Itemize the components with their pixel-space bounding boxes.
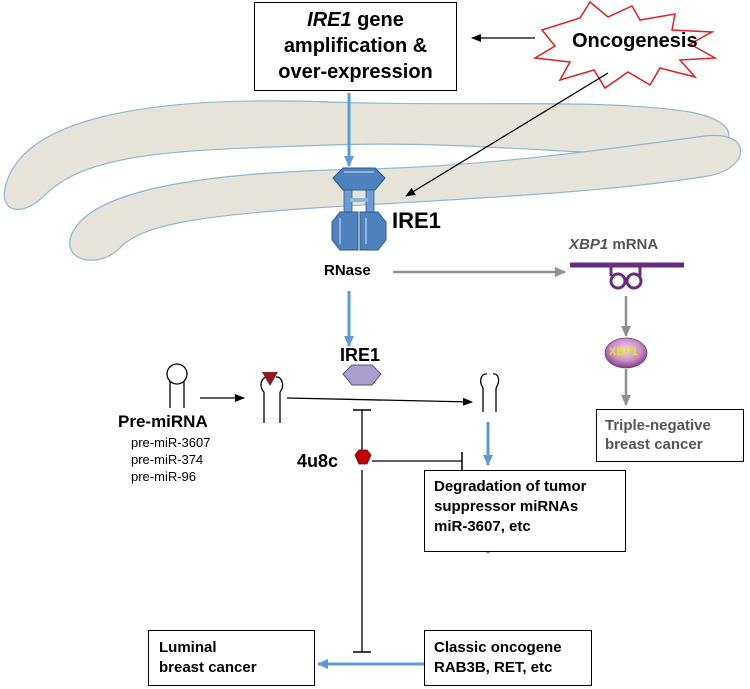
tnbc-line1: Triple-negative: [605, 417, 711, 434]
luminal-line1: Luminal: [159, 639, 217, 656]
ire1-amp-line1: gene: [351, 9, 404, 31]
er-membrane-lower: [69, 134, 742, 261]
ire1-membrane-label: IRE1: [392, 208, 441, 233]
rnase-label: RNase: [324, 262, 371, 279]
ire1-cytosol-label: IRE1: [340, 345, 381, 365]
pre-mir-374-label: pre-miR-374: [131, 452, 204, 467]
luminal-box: Luminal breast cancer: [148, 630, 315, 686]
xbp1-mrna-rest: mRNA: [608, 236, 659, 253]
cleavage-hairpin-icon: [260, 376, 284, 423]
oncogene-line2: RAB3B, RET, etc: [434, 659, 553, 676]
pre-mir-96-label: pre-miR-96: [131, 469, 197, 484]
degradation-line3: miR-3607, etc: [434, 518, 531, 535]
ire1-dimer-icon: [331, 167, 387, 251]
xbp1-mrna-label: XBP1 mRNA: [569, 236, 658, 253]
ire1-amp-line3: over-expression: [278, 61, 433, 83]
luminal-line2: breast cancer: [159, 659, 257, 676]
cleavage-site-icon: [262, 372, 278, 386]
pre-mirna-label: Pre-miRNA: [118, 412, 208, 431]
ire1-amp-line2: amplification &: [283, 35, 428, 57]
oncogene-line1: Classic oncogene: [434, 639, 562, 656]
xbp1-mrna-italic: XBP1: [569, 236, 609, 253]
pre-mir-3607-label: pre-miR-3607: [131, 435, 211, 450]
oncogenesis-label: Oncogenesis: [572, 30, 698, 52]
oncogenesis-starburst-icon: [532, 0, 718, 90]
degradation-line1: Degradation of tumor: [434, 478, 587, 495]
pre-mirna-hairpin-icon: [166, 363, 188, 408]
xbp1-mrna-icon: [570, 262, 684, 290]
ire1-gene-italic: IRE1: [307, 9, 352, 31]
cleaved-mirna-icon: [480, 373, 500, 412]
triple-negative-box: Triple-negative breast cancer: [596, 409, 744, 462]
xbp1-protein-icon: [604, 337, 648, 369]
4u8c-inhibitor-icon: [354, 449, 372, 465]
degradation-box: Degradation of tumor suppressor miRNAs m…: [424, 470, 626, 552]
ire1-amplification-box: IRE1 gene amplification & over-expressio…: [254, 2, 457, 91]
ire1-rnase-hexagon-icon: [342, 364, 382, 386]
4u8c-label: 4u8c: [297, 451, 339, 471]
classic-oncogene-box: Classic oncogene RAB3B, RET, etc: [424, 630, 592, 686]
tnbc-line2: breast cancer: [605, 436, 703, 453]
oncogenesis-to-ire1-arrow: [405, 72, 609, 197]
xbp1-protein-label: XBP1: [609, 346, 638, 358]
cleavage-to-product-arrow: [286, 397, 473, 406]
degradation-line2: suppressor miRNAs: [434, 498, 579, 515]
